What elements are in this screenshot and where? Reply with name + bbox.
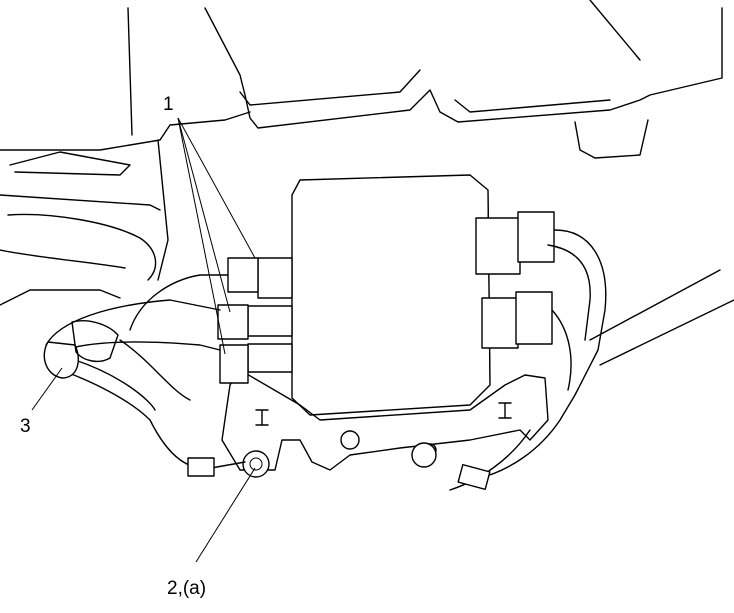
bolt-right <box>411 442 491 491</box>
connectors-right <box>475 211 555 349</box>
connectors-left <box>217 257 293 384</box>
bolt-2 <box>187 450 270 478</box>
wiring-harness <box>45 229 734 491</box>
callout-2: 2,(a) <box>167 578 206 599</box>
harness-clamp-3 <box>43 320 119 379</box>
side-panel <box>0 213 157 306</box>
callout-1: 1 <box>163 94 174 115</box>
leader-lines <box>31 117 256 563</box>
control-unit-box <box>291 174 491 416</box>
chassis-outline <box>0 0 723 281</box>
callout-3: 3 <box>20 416 31 437</box>
